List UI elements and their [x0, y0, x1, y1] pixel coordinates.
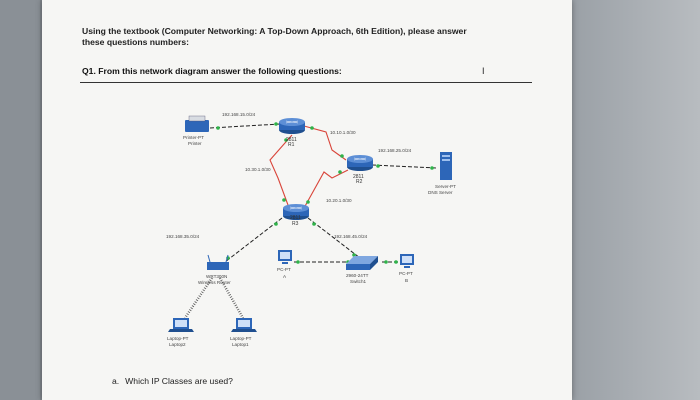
background-right — [570, 0, 700, 400]
router-r3-icon — [283, 204, 309, 220]
pc-a-type-label: PC-PT — [277, 267, 291, 272]
link-r2-r3 — [303, 169, 349, 209]
router-r3-model: 2811 — [290, 215, 301, 221]
pc-b-type-label: PC-PT — [399, 271, 413, 276]
link-r1-r2 — [303, 125, 347, 161]
link-r2-server — [371, 164, 438, 169]
background-left — [0, 0, 40, 400]
switch-icon — [346, 256, 378, 270]
router-r1-name: R1 — [288, 142, 295, 148]
links — [183, 123, 438, 319]
laptop1-name-label: Laptop1 — [232, 342, 249, 347]
link-r3-switch — [307, 217, 361, 259]
link-wireless-laptop2 — [183, 277, 214, 319]
laptop1-icon — [231, 318, 257, 332]
intro-text: Using the textbook (Computer Networking:… — [82, 26, 552, 48]
switch-model-label: 2960-24TT — [346, 273, 369, 278]
laptop2-name-label: Laptop2 — [169, 342, 186, 347]
server-name-label: DNS Server — [428, 190, 453, 195]
pc-b-icon — [400, 254, 414, 268]
network-label-20: 10.20.1.0/30 — [326, 198, 352, 203]
link-r1-r3 — [269, 134, 293, 206]
wireless-router-name: Wireless Router — [198, 280, 231, 285]
server-icon — [440, 152, 452, 180]
pc-a-name-label: A — [283, 274, 287, 279]
document-page: Using the textbook (Computer Networking:… — [42, 0, 572, 400]
laptop2-icon — [168, 318, 194, 332]
question-title: Q1. From this network diagram answer the… — [82, 66, 342, 76]
sub-question-a: a. Which IP Classes are used? — [112, 376, 233, 386]
intro-line-1: Using the textbook (Computer Networking:… — [82, 26, 467, 36]
network-label-10: 10.10.1.0/30 — [330, 130, 356, 135]
question-underline — [80, 82, 532, 83]
link-status-dots — [216, 122, 434, 264]
wireless-router-model: WRT300N — [206, 274, 227, 279]
router-r1-icon — [279, 118, 305, 134]
laptop1-type-label: Laptop-PT — [230, 336, 252, 341]
switch-name-label: Switch1 — [350, 279, 367, 284]
router-r2-model: 2811 — [353, 174, 364, 180]
router-r3-name: R3 — [292, 221, 299, 227]
router-r2-name: R2 — [356, 179, 363, 185]
network-label-25: 192.168.25.0/24 — [378, 148, 412, 153]
router-r2-icon — [347, 155, 373, 171]
sub-question-text: Which IP Classes are used? — [125, 376, 233, 386]
printer-icon — [185, 115, 209, 132]
network-label-35: 192.168.35.0/24 — [166, 234, 200, 239]
intro-line-2: these questions numbers: — [82, 37, 189, 47]
printer-type-label: Printer-PT — [183, 135, 204, 140]
margin-mark: I — [482, 66, 485, 76]
sub-question-letter: a. — [112, 376, 120, 386]
pc-b-name-label: B — [405, 278, 408, 283]
network-diagram: Printer-PT Printer 2811 R1 2811 R2 2811 — [166, 112, 456, 347]
server-type-label: Server-PT — [435, 184, 456, 189]
link-printer-r1 — [209, 123, 281, 129]
router-r1-model: 2811 — [286, 137, 297, 143]
pc-a-icon — [278, 250, 292, 264]
network-label-45: 192.168.45.0/24 — [334, 234, 368, 239]
link-r3-wireless — [224, 217, 283, 263]
printer-name-label: Printer — [188, 141, 202, 146]
link-wireless-laptop1 — [218, 277, 245, 319]
network-label-30: 10.30.1.0/30 — [245, 167, 271, 172]
laptop2-type-label: Laptop-PT — [167, 336, 189, 341]
wireless-router-icon — [207, 254, 229, 270]
network-label-15: 192.168.15.0/24 — [222, 112, 256, 117]
